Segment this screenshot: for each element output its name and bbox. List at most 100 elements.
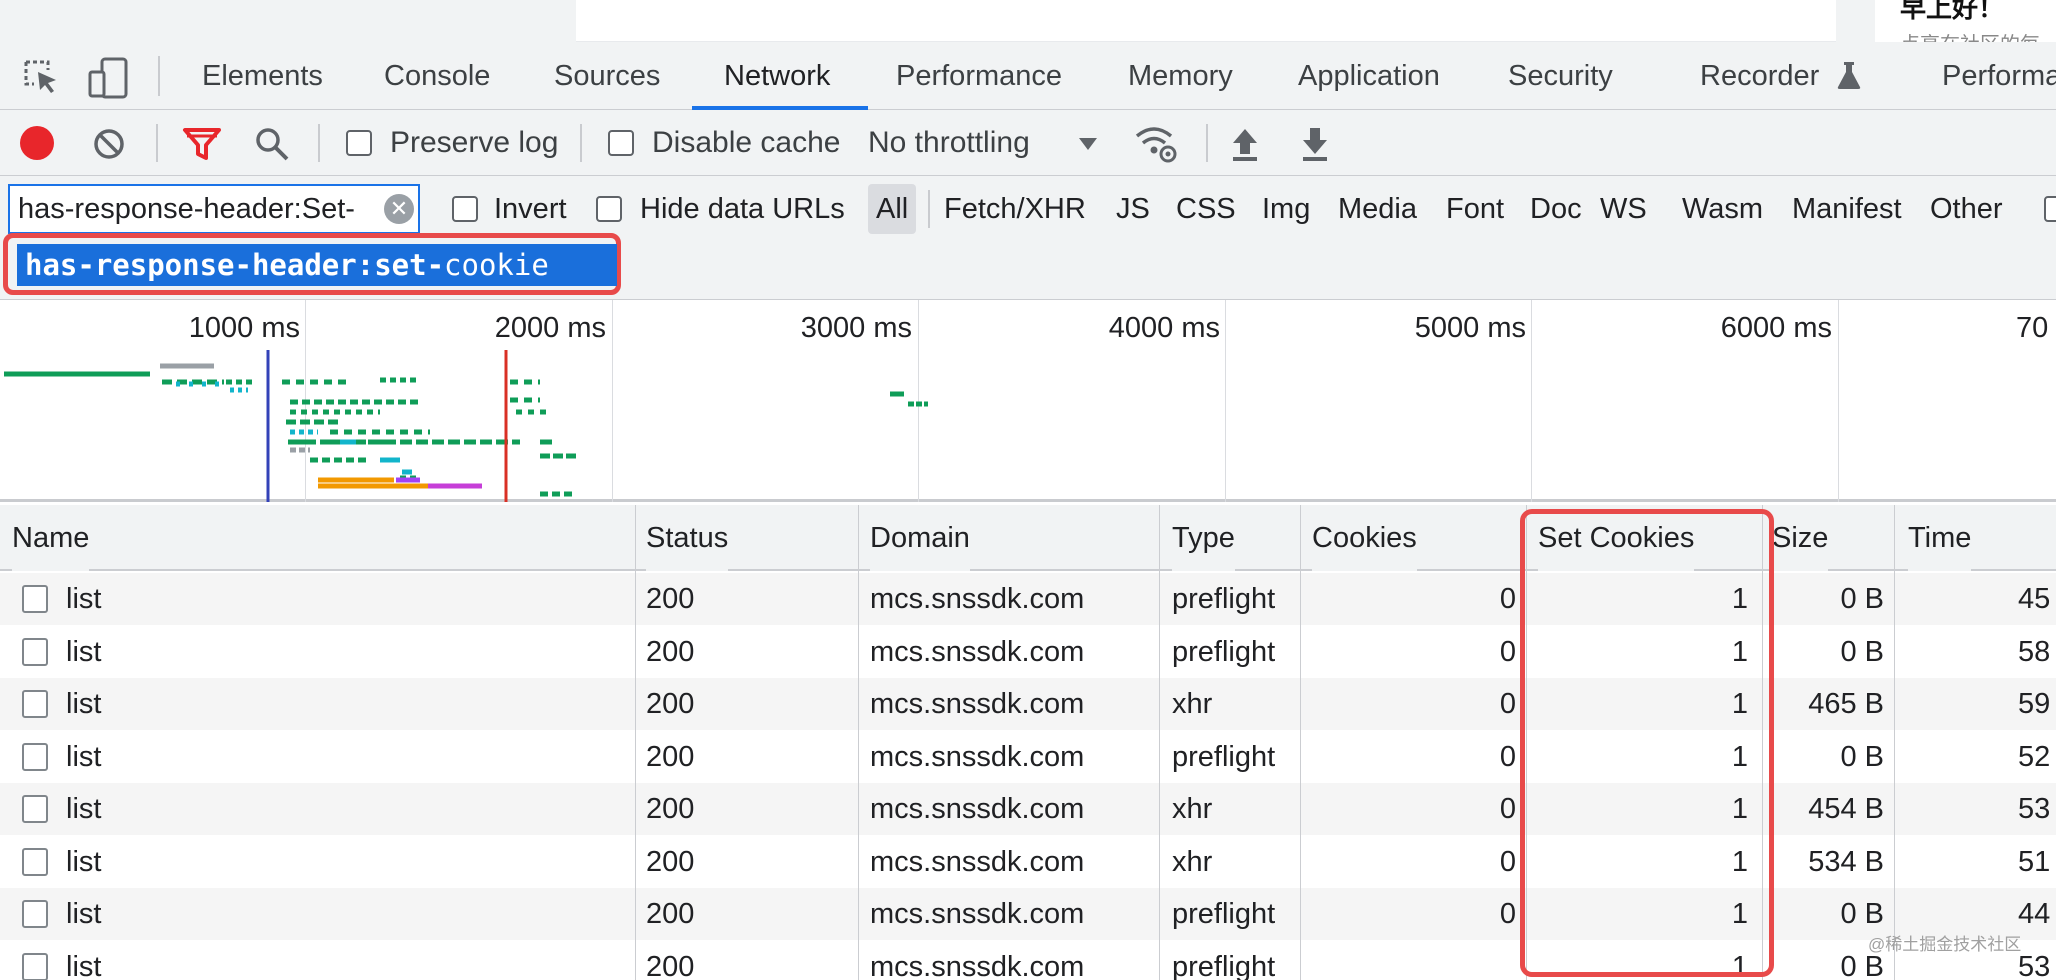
clear-filter-icon[interactable]: ✕ — [384, 194, 414, 224]
column-header-time[interactable]: Time — [1908, 505, 1972, 571]
overview-tick: 3000 ms — [800, 312, 912, 344]
column-header-type[interactable]: Type — [1172, 505, 1235, 571]
column-header-domain[interactable]: Domain — [870, 505, 970, 571]
tab-network[interactable]: Network — [724, 60, 831, 92]
blocked-requests-checkbox[interactable] — [2044, 196, 2056, 222]
overview-gridline — [918, 300, 919, 502]
column-header-size[interactable]: Size — [1772, 505, 1829, 571]
tab-performance-insights[interactable]: Performa — [1942, 60, 2056, 92]
tab-elements[interactable]: Elements — [202, 60, 323, 92]
record-button[interactable] — [20, 126, 54, 160]
tab-sources[interactable]: Sources — [554, 60, 661, 92]
type-filter-js[interactable]: JS — [1116, 193, 1150, 225]
filter-separator — [928, 190, 930, 228]
cell-size: 0 B — [1840, 740, 1884, 773]
search-icon[interactable] — [254, 126, 290, 162]
request-file-icon — [22, 742, 48, 771]
cell-domain: mcs.snssdk.com — [870, 635, 1085, 668]
overview-gridline — [612, 300, 613, 502]
suggestion-completion: cookie — [444, 248, 549, 282]
type-filter-css[interactable]: CSS — [1176, 193, 1236, 225]
tab-console[interactable]: Console — [384, 60, 491, 92]
invert-checkbox[interactable] — [452, 196, 478, 222]
hide-data-urls-checkbox[interactable] — [596, 196, 622, 222]
cell-type: preflight — [1172, 635, 1276, 668]
page-content-card — [576, 0, 1836, 42]
cell-time: 59 — [2018, 688, 2051, 720]
cell-set-cookies: 1 — [1731, 793, 1748, 825]
request-file-icon — [22, 900, 48, 928]
requests-table: Name Status Domain Type Cookies Set Cook… — [0, 505, 2056, 980]
overview-gridline — [1838, 300, 1839, 502]
type-filter-font[interactable]: Font — [1446, 193, 1505, 225]
cell-name: list — [66, 793, 102, 825]
cell-set-cookies: 1 — [1731, 583, 1748, 615]
preserve-log-checkbox[interactable] — [346, 130, 372, 156]
tab-performance[interactable]: Performance — [896, 60, 1063, 92]
cell-status: 200 — [646, 845, 695, 878]
filter-icon[interactable] — [182, 126, 222, 162]
column-header-name[interactable]: Name — [12, 505, 90, 571]
filter-input-value: has-response-header:Set- — [18, 193, 355, 225]
disable-cache-checkbox[interactable] — [608, 130, 634, 156]
cell-domain: mcs.snssdk.com — [870, 845, 1085, 878]
type-filter-fetch-xhr[interactable]: Fetch/XHR — [944, 193, 1086, 225]
tab-application[interactable]: Application — [1298, 60, 1440, 92]
cell-name: list — [66, 898, 102, 930]
cell-time: 44 — [2018, 898, 2051, 930]
cell-time: 53 — [2018, 950, 2051, 980]
request-file-icon — [22, 690, 48, 718]
filter-input[interactable]: has-response-header:Set- ✕ — [8, 184, 420, 234]
type-filter-ws[interactable]: WS — [1600, 193, 1647, 225]
table-header — [0, 505, 2056, 571]
type-filter-manifest[interactable]: Manifest — [1792, 193, 1902, 225]
overview-gridline — [1225, 300, 1226, 502]
cell-status: 200 — [646, 740, 695, 773]
toolbar-separator — [318, 124, 320, 162]
column-header-cookies[interactable]: Cookies — [1312, 505, 1417, 571]
cell-size: 0 B — [1840, 583, 1884, 615]
throttling-select[interactable]: No throttling — [868, 126, 1030, 159]
type-filter-media[interactable]: Media — [1338, 193, 1417, 225]
inspect-element-icon[interactable] — [22, 58, 62, 98]
column-divider — [1894, 505, 1895, 980]
column-divider — [1159, 505, 1160, 980]
autocomplete-suggestion[interactable]: has-response-header:set-cookie — [17, 244, 617, 286]
column-divider — [858, 505, 859, 980]
tab-security[interactable]: Security — [1508, 60, 1613, 92]
export-har-icon[interactable] — [1300, 126, 1330, 162]
network-conditions-icon[interactable] — [1134, 122, 1180, 166]
type-filter-doc[interactable]: Doc — [1530, 193, 1582, 225]
type-filter-wasm[interactable]: Wasm — [1682, 193, 1764, 225]
column-header-status[interactable]: Status — [646, 505, 729, 571]
cell-status: 200 — [646, 688, 695, 720]
cell-set-cookies: 1 — [1731, 898, 1748, 930]
clear-icon[interactable] — [92, 127, 126, 161]
type-filter-other[interactable]: Other — [1930, 193, 2003, 225]
type-filter-img[interactable]: Img — [1262, 193, 1311, 225]
network-overview[interactable]: 1000 ms 2000 ms 3000 ms 4000 ms 5000 ms … — [0, 300, 2056, 502]
chevron-down-icon[interactable] — [1078, 136, 1098, 152]
type-filter-all[interactable]: All — [868, 184, 917, 234]
request-file-icon — [22, 952, 48, 980]
cell-status: 200 — [646, 583, 695, 615]
device-toolbar-icon[interactable] — [86, 56, 132, 100]
tab-memory[interactable]: Memory — [1128, 60, 1233, 92]
import-har-icon[interactable] — [1230, 126, 1260, 162]
invert-label: Invert — [494, 193, 567, 225]
cell-size: 0 B — [1840, 898, 1884, 930]
tab-recorder[interactable]: Recorder — [1700, 60, 1820, 92]
column-header-set-cookies[interactable]: Set Cookies — [1538, 505, 1695, 571]
cell-type: xhr — [1172, 688, 1213, 720]
disable-cache-label: Disable cache — [652, 126, 841, 159]
column-divider — [635, 505, 636, 980]
column-divider — [1526, 505, 1527, 980]
